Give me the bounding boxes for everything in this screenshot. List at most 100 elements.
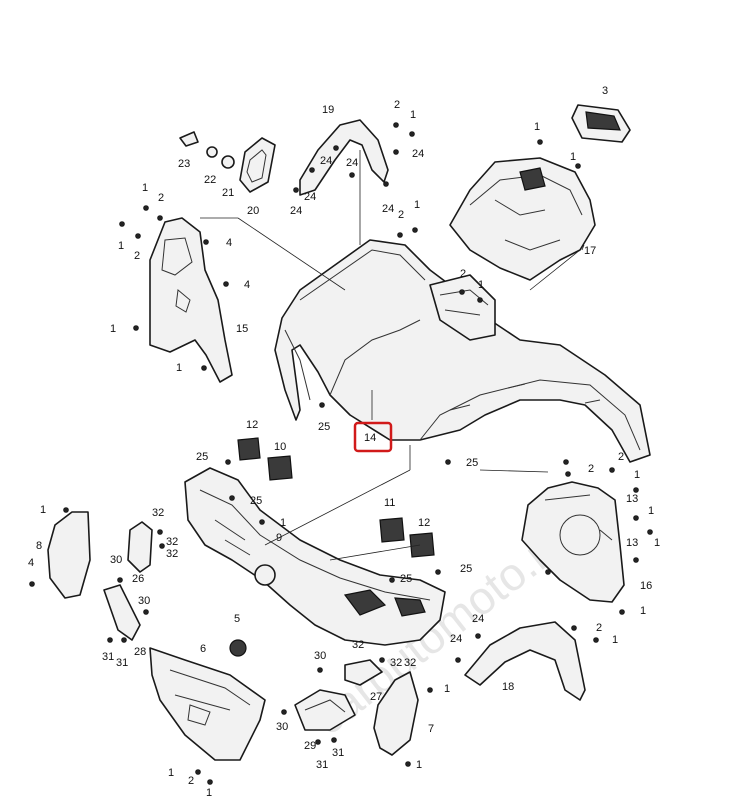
callout-32: 32	[390, 657, 402, 669]
callout-31: 31	[316, 759, 328, 771]
hardware-21-22-23	[179, 131, 235, 169]
callout-12: 12	[418, 517, 430, 529]
brackets-26-28	[103, 521, 153, 641]
callout-7: 7	[428, 723, 434, 735]
brackets-10-11-12	[237, 437, 435, 558]
callout-29: 29	[304, 740, 316, 752]
callout-11: 11	[384, 497, 395, 509]
callout-2: 2	[460, 268, 466, 280]
callout-28: 28	[134, 646, 146, 658]
callout-30: 30	[138, 595, 150, 607]
callout-4: 4	[28, 557, 34, 569]
callout-24: 24	[304, 191, 316, 203]
callout-1: 1	[414, 199, 420, 211]
fender-flare-part-18	[464, 621, 586, 701]
trim-part-19	[299, 119, 389, 196]
callout-30: 30	[276, 721, 288, 733]
callout-9: 9	[276, 532, 282, 544]
callout-32: 32	[166, 536, 178, 548]
callout-26: 26	[132, 573, 144, 585]
callout-3: 3	[602, 85, 608, 97]
bracket-part-8	[47, 511, 91, 599]
callout-32: 32	[166, 548, 178, 560]
callout-2: 2	[596, 622, 602, 634]
callout-21: 21	[222, 187, 234, 199]
fasteners	[29, 122, 653, 785]
callout-31: 31	[102, 651, 114, 663]
callout-19: 19	[322, 104, 334, 116]
callout-5: 5	[234, 613, 240, 625]
bracket-part-29	[294, 689, 356, 731]
callout-labels: 3 19 2 1 24 1 1 17 23 22 21 20 24 24 24 …	[28, 85, 660, 799]
callout-2: 2	[588, 463, 594, 475]
callout-24: 24	[320, 155, 332, 167]
callout-24: 24	[346, 157, 358, 169]
callout-6: 6	[200, 643, 206, 655]
callout-32: 32	[352, 639, 364, 651]
callout-1: 1	[478, 279, 484, 291]
callout-1: 1	[416, 759, 422, 771]
callout-2: 2	[398, 209, 404, 221]
callout-31: 31	[116, 657, 128, 669]
callout-22: 22	[204, 174, 216, 186]
callout-1: 1	[570, 151, 576, 163]
callout-16: 16	[640, 580, 652, 592]
callout-1: 1	[534, 121, 540, 133]
callout-25: 25	[250, 495, 262, 507]
callout-13: 13	[626, 537, 638, 549]
callout-1: 1	[176, 362, 182, 374]
skid-part-6	[149, 647, 266, 761]
callout-1: 1	[118, 240, 124, 252]
callout-1: 1	[410, 109, 416, 121]
callout-1: 1	[640, 605, 646, 617]
callout-1: 1	[648, 505, 654, 517]
callout-32: 32	[152, 507, 164, 519]
storage-cover-part-17	[449, 157, 596, 281]
callout-1: 1	[612, 634, 618, 646]
callout-1: 1	[168, 767, 174, 779]
callout-24: 24	[290, 205, 302, 217]
callout-2: 2	[188, 775, 194, 787]
callout-15: 15	[236, 323, 248, 335]
highlight-box	[353, 421, 393, 453]
callout-27: 27	[370, 691, 382, 703]
leader-lines	[200, 150, 585, 561]
callout-24: 24	[472, 613, 484, 625]
callout-25: 25	[466, 457, 478, 469]
callout-30: 30	[110, 554, 122, 566]
callout-25: 25	[460, 563, 472, 575]
callout-20: 20	[247, 205, 259, 217]
trim-part-7	[373, 671, 419, 756]
callout-23: 23	[178, 158, 190, 170]
frame-part-20	[239, 137, 276, 193]
callout-1: 1	[40, 504, 46, 516]
callout-2: 2	[134, 250, 140, 262]
callout-1: 1	[280, 517, 286, 529]
side-panel-part-15	[149, 217, 233, 383]
callout-4: 4	[226, 237, 232, 249]
callout-2: 2	[158, 192, 164, 204]
callout-8: 8	[36, 540, 42, 552]
cap-part-3	[571, 104, 631, 143]
callout-32: 32	[404, 657, 416, 669]
callout-31: 31	[332, 747, 344, 759]
callout-17: 17	[584, 245, 596, 257]
callout-30: 30	[314, 650, 326, 662]
callout-18: 18	[502, 681, 514, 693]
callout-1: 1	[634, 469, 640, 481]
bracket-part-27	[344, 659, 383, 686]
callout-25: 25	[318, 421, 330, 433]
callout-2: 2	[394, 99, 400, 111]
callout-1: 1	[142, 182, 148, 194]
callout-25: 25	[400, 573, 412, 585]
side-panel-part-16	[521, 481, 625, 603]
callout-24: 24	[382, 203, 394, 215]
callout-24: 24	[412, 148, 424, 160]
callout-4: 4	[244, 279, 250, 291]
callout-24: 24	[450, 633, 462, 645]
callout-13: 13	[626, 493, 638, 505]
callout-10: 10	[274, 441, 286, 453]
callout-1: 1	[206, 787, 212, 799]
bumper-part-9	[184, 467, 446, 646]
